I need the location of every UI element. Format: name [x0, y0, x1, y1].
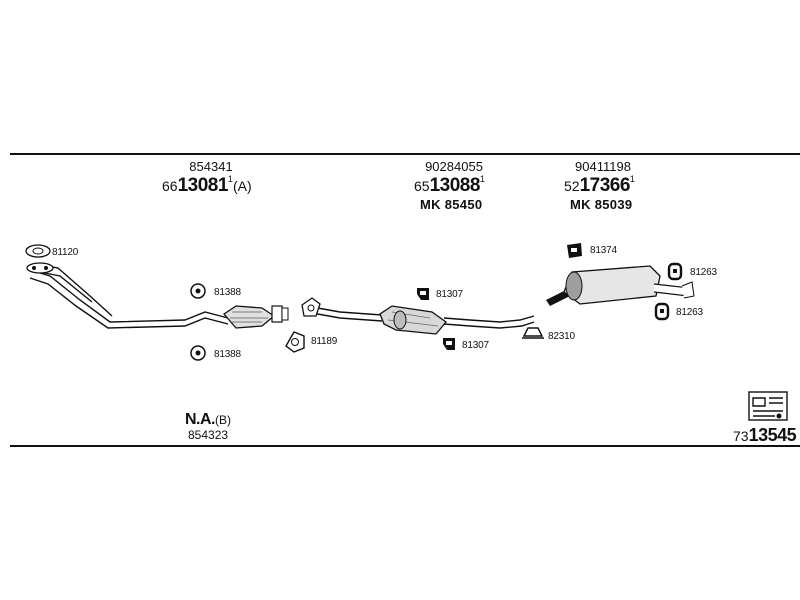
- part-number-prefix: 65: [414, 178, 430, 194]
- middle-flange: [301, 297, 321, 317]
- gasket-81189-icon: [285, 331, 305, 353]
- part-number-prefix: 52: [564, 178, 580, 194]
- bracket-81307b-icon: [443, 338, 455, 350]
- label-81263-upper: 81263: [690, 267, 717, 278]
- drawing-reference-stamp-icon: [748, 391, 788, 421]
- top-divider: [10, 153, 800, 155]
- label-81307-lower: 81307: [462, 340, 489, 351]
- part-number-suffix: 1: [629, 174, 635, 184]
- front-pipe: [29, 263, 229, 329]
- part-number-suffix: 1: [479, 174, 485, 184]
- rubber-mount-81388b-icon: [190, 345, 206, 361]
- label-81307-upper: 81307: [436, 289, 463, 300]
- part-number-note: (A): [232, 178, 252, 194]
- mk-number-rear-silencer: MK 85039: [570, 197, 633, 212]
- part-number-main: 13088: [429, 175, 481, 196]
- middle-pipe: [311, 306, 383, 322]
- rear-connecting-pipe: [443, 315, 535, 329]
- middle-silencer: [379, 305, 447, 335]
- part-code-front-pipe: 854341: [189, 159, 233, 174]
- drawing-number-prefix: 73: [733, 428, 749, 444]
- part-number-main: 13081: [177, 175, 229, 196]
- bracket-81307a-icon: [417, 288, 429, 300]
- gasket-81120-icon: [25, 244, 51, 258]
- drawing-number: 7313545: [733, 425, 797, 445]
- part-code-rear-silencer: 90411198: [575, 159, 631, 174]
- rubber-mount-81388a-icon: [190, 283, 206, 299]
- clamp-82310-icon: [522, 327, 544, 339]
- rubber-ring-81263a-icon: [667, 262, 683, 281]
- na-note: (B): [215, 413, 231, 427]
- front-flange: [26, 262, 54, 274]
- label-81374: 81374: [590, 245, 617, 256]
- catalytic-converter: [223, 305, 289, 329]
- label-81388-upper: 81388: [214, 287, 241, 298]
- part-code-bottom: 854323: [188, 428, 229, 442]
- mk-number-middle-silencer: MK 85450: [420, 197, 483, 212]
- label-81263-lower: 81263: [676, 307, 703, 318]
- part-number-prefix: 66: [162, 178, 178, 194]
- label-81189: 81189: [311, 336, 338, 347]
- part-number-suffix: 1: [227, 174, 233, 184]
- label-81120: 81120: [52, 247, 79, 258]
- na-main: N.A.: [185, 411, 216, 428]
- part-code-middle-silencer: 90284055: [425, 159, 483, 174]
- part-number-rear-silencer: 52173661: [564, 174, 635, 196]
- part-number-middle-silencer: 65130881: [414, 174, 485, 196]
- label-na-bottom: N.A.(B): [185, 412, 231, 428]
- rubber-ring-81263b-icon: [654, 302, 670, 321]
- bracket-81374-icon: [567, 243, 582, 258]
- drawing-number-main: 13545: [748, 425, 797, 445]
- part-number-main: 17366: [579, 175, 631, 196]
- rear-silencer: [546, 265, 695, 306]
- bottom-divider: [10, 445, 800, 447]
- label-82310: 82310: [548, 331, 575, 342]
- label-81388-lower: 81388: [214, 349, 241, 360]
- part-number-front-pipe: 66130811(A): [162, 174, 252, 196]
